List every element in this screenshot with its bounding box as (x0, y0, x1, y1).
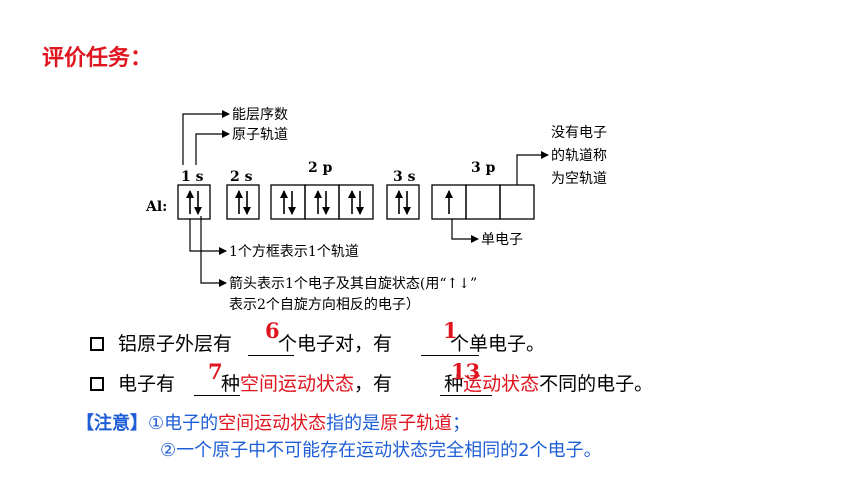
orbital-box-3p-c (499, 184, 535, 220)
annotation-energy-level: 能层序数 (232, 107, 288, 123)
orbital-box-2p-b (304, 184, 340, 220)
checkbox-bullet (90, 337, 104, 351)
answer-value: 7 (208, 359, 223, 384)
orbital-box-1s (177, 184, 211, 220)
annotation-box-meaning: 1个方框表示1个轨道 (229, 244, 359, 260)
question-2: 电子有种空间运动状态，有种运动状态不同的电子。 (118, 373, 654, 395)
orbital-label-2p: 2 p (308, 160, 333, 176)
orbital-label-2s: 2 s (230, 169, 253, 185)
answer-blank (440, 395, 492, 396)
answer-blank (421, 355, 479, 356)
element-label: Al: (145, 199, 167, 215)
note-tag: 【注意】 (76, 413, 148, 434)
orbital-box-2p-c (338, 184, 374, 220)
orbital-label-3s: 3 s (393, 169, 416, 185)
orbital-box-3s (386, 184, 420, 220)
note-line-1: 【注意】①电子的空间运动状态指的是原子轨道； (76, 413, 471, 434)
electron-arrows (186, 190, 453, 215)
answer-value: 1 (443, 318, 458, 343)
annotation-orbital: 原子轨道 (232, 127, 288, 143)
annotation-arrow-meaning-2: 表示2个自旋方向相反的电子） (229, 297, 420, 313)
note-line-2: ②一个原子中不可能存在运动状态完全相同的2个电子。 (160, 440, 602, 461)
answer-blank (248, 355, 294, 356)
checkbox-bullet (90, 377, 104, 391)
orbital-label-1s: 1 s (181, 169, 204, 185)
annotation-empty-2: 的轨道称 (551, 148, 607, 164)
orbital-diagram: Al: 1 s 2 s 2 p 3 s 3 p (145, 107, 607, 313)
answer-blank (194, 395, 240, 396)
annotation-empty-1: 没有电子 (551, 125, 607, 141)
question-1: 铝原子外层有个电子对，有个单电子。 (118, 333, 546, 355)
answer-value: 13 (451, 359, 481, 384)
orbital-box-2p-a (270, 184, 306, 220)
orbital-box-3p-b (465, 184, 501, 220)
annotation-empty-3: 为空轨道 (551, 171, 607, 187)
annotation-single-electron: 单电子 (481, 232, 523, 248)
orbital-label-3p: 3 p (471, 160, 496, 176)
page-title: 评价任务： (42, 46, 153, 71)
orbital-box-2s (226, 184, 260, 220)
answer-value: 6 (265, 318, 280, 343)
annotation-arrow-meaning-1: 箭头表示1个电子及其自旋状态(用“↑↓” (229, 275, 477, 292)
